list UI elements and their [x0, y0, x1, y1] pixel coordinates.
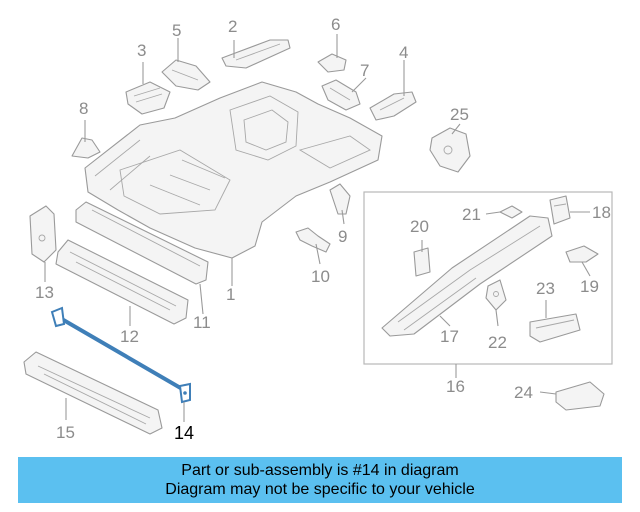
part-25-mount — [429, 127, 471, 173]
part-23-bracket — [529, 313, 581, 343]
callout-1: 1 — [226, 285, 236, 304]
callout-15: 15 — [56, 423, 75, 442]
part-5-bracket — [161, 59, 211, 91]
part-14-brace — [50, 306, 191, 404]
part-19-bracket — [565, 245, 599, 263]
info-banner: Part or sub-assembly is #14 in diagram D… — [18, 457, 622, 503]
part-1-floor-pan — [84, 81, 383, 259]
sub-assembly-16-box — [363, 191, 613, 365]
part-12-crossmember — [55, 239, 189, 325]
callout-7: 7 — [360, 61, 370, 80]
part-15-crossmember — [23, 351, 163, 435]
leader-lines — [44, 34, 591, 422]
part-17-side-member — [381, 215, 553, 337]
callout-20: 20 — [410, 217, 429, 236]
part-11-crossmember — [75, 201, 209, 285]
callout-11: 11 — [193, 313, 211, 332]
callout-3: 3 — [137, 41, 147, 60]
callout-18: 18 — [592, 203, 611, 222]
part-13-bracket — [29, 205, 57, 263]
callout-23: 23 — [536, 279, 555, 298]
part-18-bracket — [549, 195, 571, 225]
part-21-plate — [499, 205, 523, 219]
part-4-bracket — [369, 91, 417, 121]
part-7-bracket — [321, 79, 361, 111]
callout-4: 4 — [399, 43, 409, 62]
callout-25: 25 — [450, 105, 469, 124]
parts-diagram — [23, 34, 613, 435]
callout-14: 14 — [174, 423, 195, 443]
part-20-bracket — [413, 247, 431, 277]
callout-19: 19 — [580, 277, 599, 296]
callout-6: 6 — [331, 15, 341, 34]
callout-9: 9 — [338, 227, 348, 246]
callout-21: 21 — [462, 205, 481, 224]
part-24-bracket — [555, 381, 605, 411]
callout-8: 8 — [79, 99, 89, 118]
callout-10: 10 — [311, 267, 330, 286]
part-8-gusset — [71, 137, 101, 159]
callout-13: 13 — [35, 283, 54, 302]
callout-16: 16 — [446, 377, 465, 396]
callout-12: 12 — [120, 327, 139, 346]
callout-17: 17 — [440, 327, 459, 346]
part-3-bracket — [125, 81, 171, 115]
part-2-bracket — [221, 39, 291, 69]
part-6-bracket — [317, 53, 347, 73]
banner-line-disclaimer: Diagram may not be specific to your vehi… — [165, 481, 475, 498]
banner-line-part-number: Part or sub-assembly is #14 in diagram — [181, 462, 459, 479]
callout-24: 24 — [514, 383, 533, 402]
part-9-bracket — [329, 183, 351, 215]
part-22-bracket — [485, 279, 507, 311]
callout-22: 22 — [488, 333, 507, 352]
callout-2: 2 — [228, 17, 238, 36]
callout-5: 5 — [172, 21, 182, 40]
part-10-bracket — [295, 227, 331, 253]
